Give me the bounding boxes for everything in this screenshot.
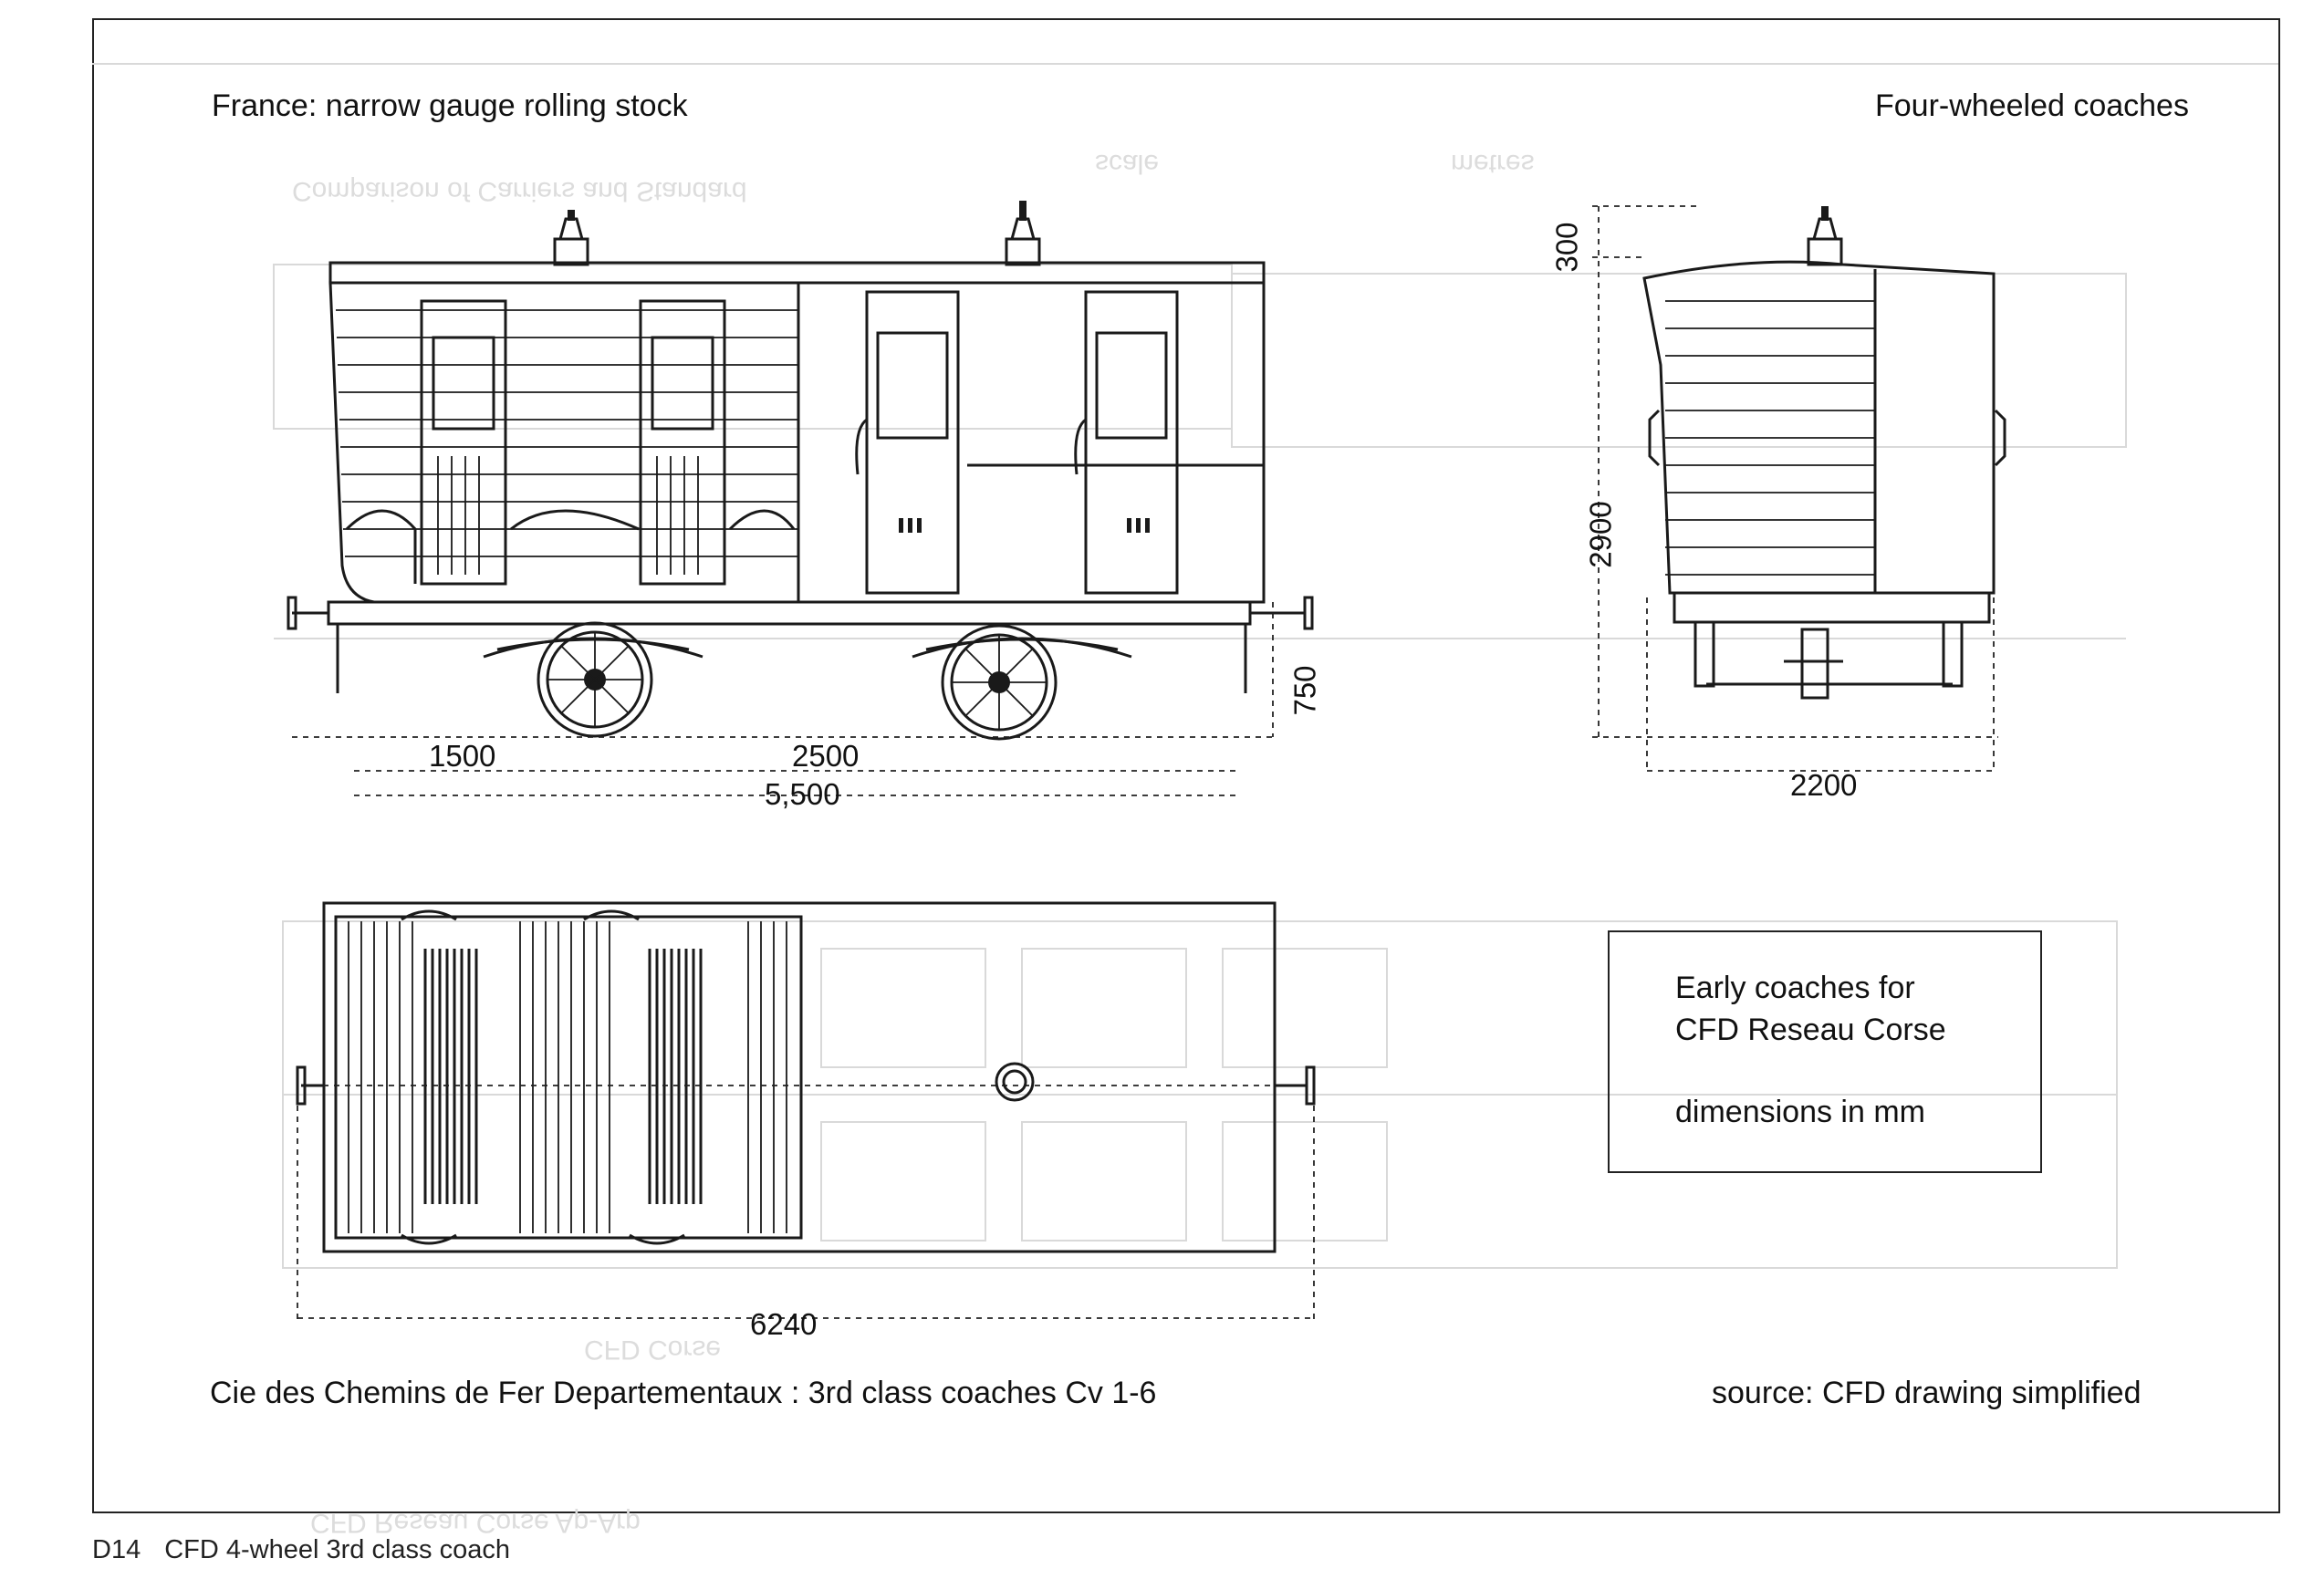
- footer-title: CFD 4-wheel 3rd class coach: [164, 1535, 510, 1564]
- ghost-text-2: CFD Corse: [584, 1335, 721, 1365]
- header-left-title: France: narrow gauge rolling stock: [212, 88, 688, 123]
- footer-code: D14: [92, 1535, 141, 1564]
- end-elevation: [1592, 205, 2006, 772]
- note-line-2: CFD Reseau Corse: [1675, 1013, 1946, 1047]
- dim-end-300: 300: [1549, 222, 1584, 273]
- class-numerals: [899, 518, 1150, 533]
- dim-side-750: 750: [1287, 665, 1322, 716]
- ghost-text-1: Comparison of Carriers and Standard: [292, 176, 747, 206]
- roof-lantern-right: [1005, 201, 1041, 266]
- plan-roof-slats: [348, 921, 787, 1233]
- end-planking: [1665, 300, 1875, 576]
- drawing-frame: [92, 18, 2280, 1513]
- side-wheel-left: [537, 621, 653, 738]
- plan-view: [296, 901, 1316, 1324]
- dim-side-1500: 1500: [429, 739, 496, 773]
- note-line-1: Early coaches for: [1675, 971, 1915, 1005]
- note-box: Early coaches for CFD Reseau Corse dimen…: [1608, 930, 2042, 1173]
- roof-lantern-left: [553, 210, 589, 266]
- side-planking: [336, 309, 798, 557]
- dim-side-2500: 2500: [792, 739, 860, 773]
- note-line-3: dimensions in mm: [1675, 1095, 1925, 1129]
- show-through-ghost: Comparison of Carriers and Standard CFD …: [92, 63, 2278, 1538]
- caption-left: Cie des Chemins de Fer Departementaux : …: [210, 1376, 1157, 1410]
- dim-side-5500: 5,500: [765, 777, 840, 811]
- ghost-text-4: scale: [1095, 149, 1159, 179]
- dim-end-2200: 2200: [1790, 768, 1858, 802]
- ghost-text-3: CFD Reseau Corse Ap-Arp: [310, 1508, 641, 1538]
- caption-right: source: CFD drawing simplified: [1712, 1376, 2142, 1410]
- header-right-title: Four-wheeled coaches: [1875, 88, 2189, 123]
- side-elevation: [287, 201, 1314, 796]
- ghost-text-5: metres: [1451, 149, 1535, 179]
- dim-plan-6240: 6240: [750, 1307, 818, 1341]
- side-wheel-right: [941, 624, 1058, 741]
- dim-end-2900: 2900: [1583, 501, 1618, 568]
- footer: D14 CFD 4-wheel 3rd class coach: [92, 1535, 534, 1565]
